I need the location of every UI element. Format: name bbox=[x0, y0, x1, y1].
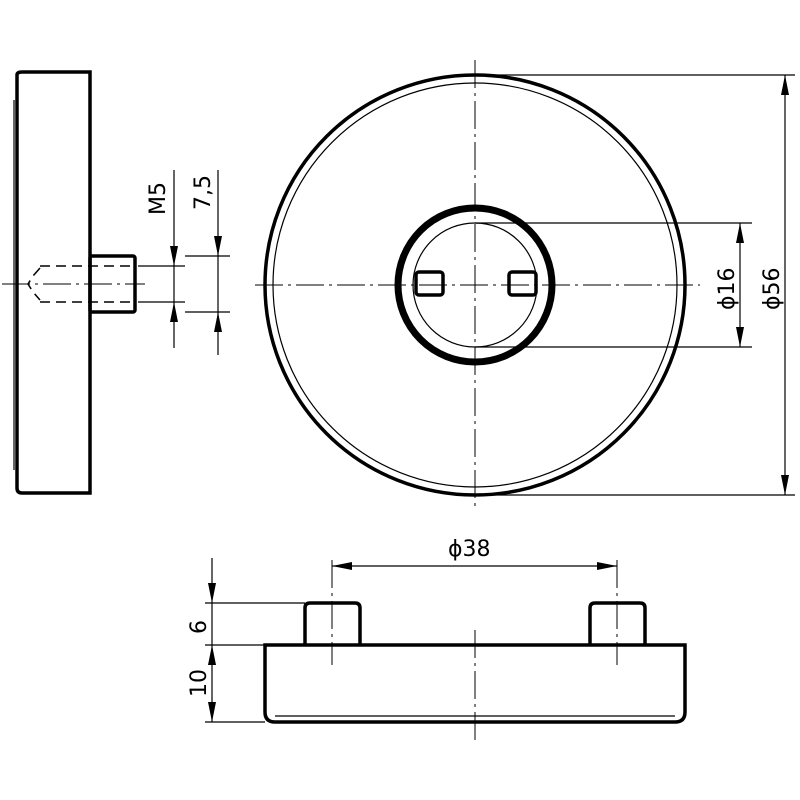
svg-text:ϕ16: ϕ16 bbox=[715, 267, 740, 310]
bottom-view: ϕ38 6 10 bbox=[187, 537, 687, 740]
pin-spacing-label: 38 bbox=[463, 537, 491, 562]
outer-diameter-label: 56 bbox=[760, 267, 785, 295]
diameter-symbol: ϕ bbox=[760, 295, 785, 310]
front-view: ϕ16 ϕ56 bbox=[255, 60, 795, 510]
diameter-symbol: ϕ bbox=[448, 537, 463, 562]
thread-length-label: 7,5 bbox=[191, 175, 216, 210]
inner-diameter-label: 16 bbox=[715, 267, 740, 295]
svg-text:ϕ56: ϕ56 bbox=[760, 267, 785, 310]
svg-text:ϕ38: ϕ38 bbox=[448, 537, 491, 562]
base-height-label: 10 bbox=[187, 669, 212, 697]
pin-height-label: 6 bbox=[187, 620, 212, 634]
thread-size-label: M5 bbox=[146, 182, 171, 215]
side-view: M5 7,5 bbox=[2, 70, 230, 495]
diameter-symbol: ϕ bbox=[715, 295, 740, 310]
